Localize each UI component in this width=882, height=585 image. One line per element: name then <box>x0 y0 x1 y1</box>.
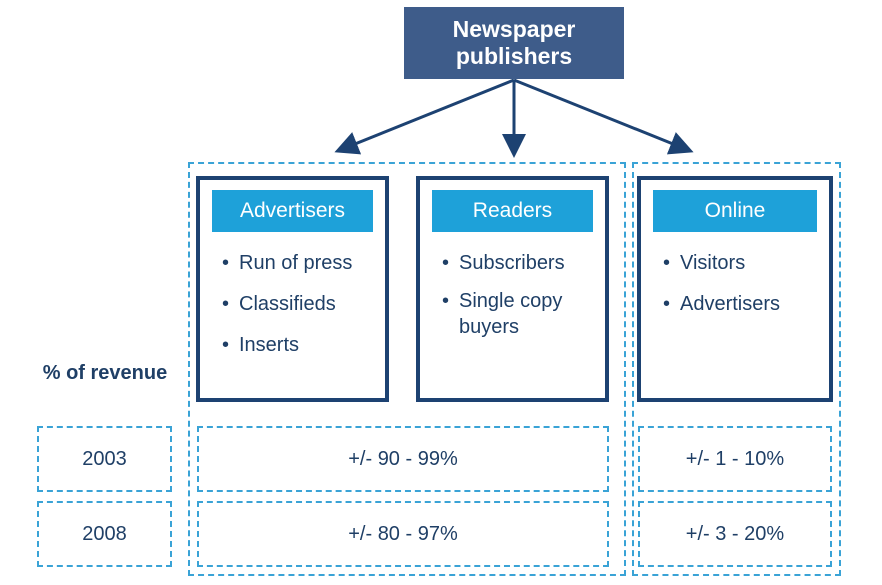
list-item: Single copy buyers <box>442 288 599 340</box>
online-card: Online Visitors Advertisers <box>637 176 833 402</box>
arrow-to-online <box>513 78 694 155</box>
readers-header: Readers <box>432 190 593 232</box>
arrow-to-advertisers <box>334 78 515 155</box>
readers-list: Subscribers Single copy buyers <box>442 250 599 352</box>
newspaper-publishers-label: Newspaper publishers <box>452 16 576 69</box>
year-cell-2003: 2003 <box>37 426 172 492</box>
readers-card: Readers Subscribers Single copy buyers <box>416 176 609 402</box>
list-item: Classifieds <box>222 291 379 317</box>
online-list: Visitors Advertisers <box>663 250 823 332</box>
advertisers-list: Run of press Classifieds Inserts <box>222 250 379 373</box>
print-group-outline <box>188 162 626 576</box>
list-item: Visitors <box>663 250 823 276</box>
online-share-2003: +/- 1 - 10% <box>638 426 832 492</box>
list-item: Advertisers <box>663 291 823 317</box>
list-item: Inserts <box>222 332 379 358</box>
print-share-2003: +/- 90 - 99% <box>197 426 609 492</box>
year-cell-2008: 2008 <box>37 501 172 567</box>
list-item: Run of press <box>222 250 379 276</box>
online-header: Online <box>653 190 817 232</box>
list-item: Subscribers <box>442 250 599 276</box>
online-group-outline <box>632 162 841 576</box>
advertisers-header: Advertisers <box>212 190 373 232</box>
advertisers-card: Advertisers Run of press Classifieds Ins… <box>196 176 389 402</box>
revenue-label: % of revenue <box>42 362 168 384</box>
online-share-2008: +/- 3 - 20% <box>638 501 832 567</box>
newspaper-publishers-node: Newspaper publishers <box>404 7 624 79</box>
print-share-2008: +/- 80 - 97% <box>197 501 609 567</box>
